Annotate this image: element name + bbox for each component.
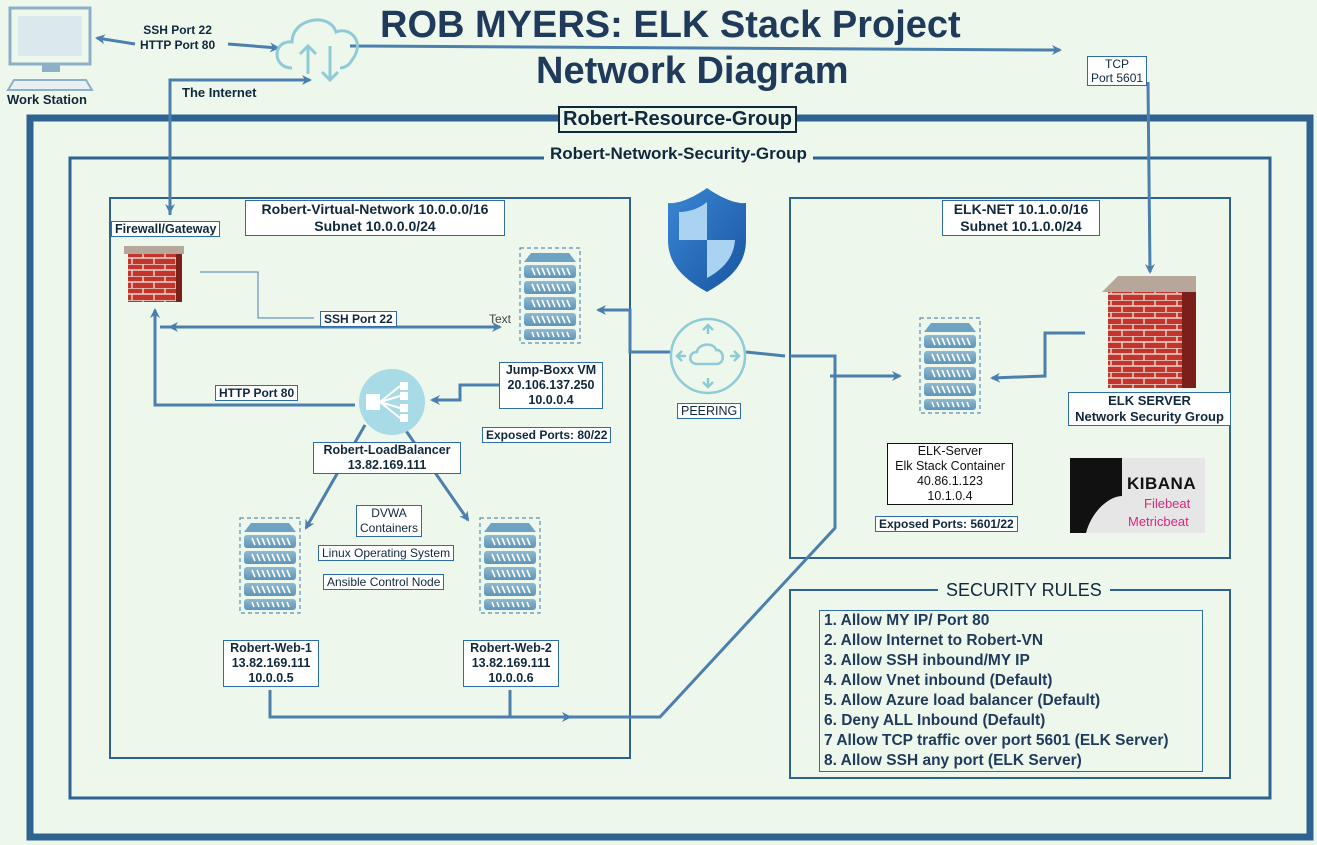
jumpbox-label: Jump-Boxx VM 20.106.137.250 10.0.0.4: [499, 362, 603, 409]
nsg-label: Robert-Network-Security-Group: [544, 144, 813, 164]
elk-nsg-label: ELK SERVER Network Security Group: [1068, 392, 1231, 426]
load-balancer-icon: [359, 369, 425, 435]
jumpbox-server-icon: [519, 247, 581, 344]
security-rule: 2. Allow Internet to Robert-VN: [824, 632, 1044, 649]
internet-cloud-icon: [275, 18, 359, 83]
elk-ports-label: Exposed Ports: 5601/22: [875, 516, 1018, 532]
kibana-brand: KIBANA: [1127, 474, 1197, 493]
elk-server-label: ELK-Server Elk Stack Container 40.86.1.1…: [887, 443, 1013, 505]
shield-icon: [668, 188, 746, 292]
internet-ports: SSH Port 22 HTTP Port 80: [140, 23, 216, 52]
security-rule: 5. Allow Azure load balancer (Default): [824, 692, 1101, 709]
workstation-label: Work Station: [7, 92, 87, 107]
firewall-label: Firewall/Gateway: [111, 221, 221, 237]
load-balancer-label: Robert-LoadBalancer 13.82.169.111: [313, 442, 461, 474]
elknet-frame: [789, 197, 1231, 559]
linux-os-label: Linux Operating System: [318, 545, 455, 561]
firewall-icon: [124, 246, 184, 302]
vnet-label: Robert-Virtual-Network 10.0.0.0/16 Subne…: [245, 200, 505, 236]
ssh-link-label: SSH Port 22: [320, 311, 397, 327]
kibana-logo: [1070, 458, 1205, 533]
http-link-label: HTTP Port 80: [215, 385, 299, 401]
ansible-label: Ansible Control Node: [323, 574, 445, 590]
peering-label: PEERING: [677, 403, 742, 419]
workstation-icon: [6, 6, 94, 91]
web1-label: Robert-Web-1 13.82.169.111 10.0.0.5: [223, 640, 319, 687]
vnet-frame: [109, 197, 631, 759]
web2-label: Robert-Web-2 13.82.169.111 10.0.0.6: [463, 640, 559, 687]
text-placeholder-label: Text: [489, 312, 512, 326]
internet-label: The Internet: [182, 85, 257, 100]
peering-icon: [669, 317, 747, 395]
jumpbox-ports-label: Exposed Ports: 80/22: [482, 427, 612, 443]
web2-server-icon: [479, 517, 541, 614]
kibana-filebeat: Filebeat: [1144, 496, 1191, 511]
security-rules-list: 1. Allow MY IP/ Port 80 2. Allow Interne…: [819, 610, 1203, 772]
elk-server-icon: [919, 317, 981, 414]
security-rules-title: SECURITY RULES: [938, 580, 1110, 601]
elknet-label: ELK-NET 10.1.0.0/16 Subnet 10.1.0.0/24: [942, 200, 1100, 236]
security-rule: 1. Allow MY IP/ Port 80: [824, 612, 990, 629]
security-rule: 7 Allow TCP traffic over port 5601 (ELK …: [824, 732, 1169, 749]
security-rule: 4. Allow Vnet inbound (Default): [824, 672, 1053, 689]
resource-group-label: Robert-Resource-Group: [558, 106, 797, 133]
dvwa-label: DVWA Containers: [356, 505, 423, 537]
elk-firewall-icon: [1102, 276, 1196, 388]
page-subtitle: Network Diagram: [536, 50, 849, 92]
web1-server-icon: [239, 517, 301, 614]
security-rule: 6. Deny ALL Inbound (Default): [824, 712, 1046, 729]
kibana-metricbeat: Metricbeat: [1128, 514, 1189, 529]
tcp-port-label: TCP Port 5601: [1087, 56, 1148, 86]
page-title: ROB MYERS: ELK Stack Project: [380, 4, 961, 46]
security-rule: 3. Allow SSH inbound/MY IP: [824, 652, 1030, 669]
security-rule: 8. Allow SSH any port (ELK Server): [824, 752, 1082, 769]
